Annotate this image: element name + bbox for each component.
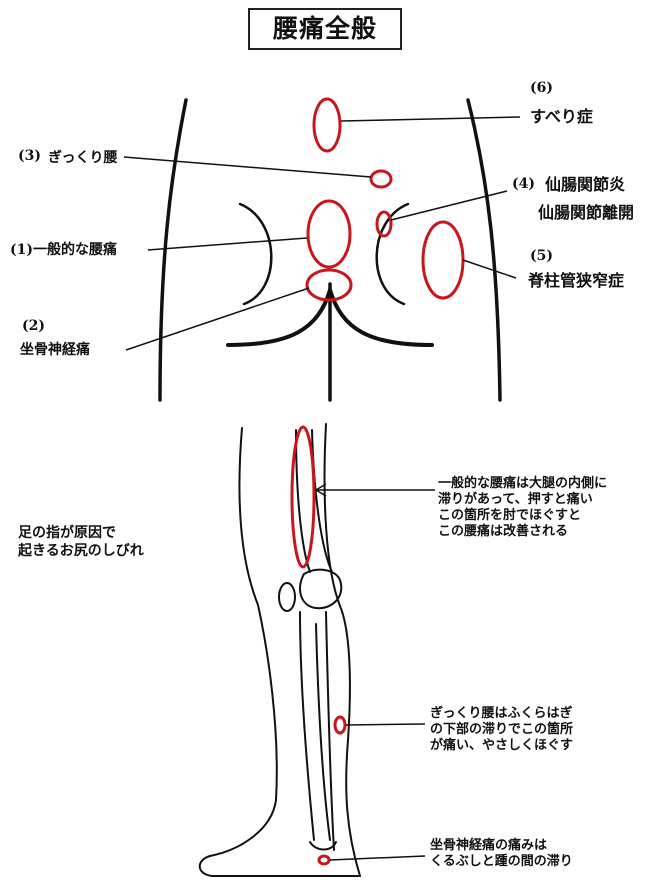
- label-4-text-2: 仙腸関節離開: [538, 204, 634, 221]
- note-calf-line-1: ぎっくり腰はふくらはぎ: [430, 706, 573, 722]
- femur-left: [296, 430, 310, 572]
- note-ankle: 坐骨神経痛の痛みは くるぶしと踵の間の滞り: [430, 838, 573, 870]
- note-thigh-line-1: 一般的な腰痛は大腿の内側に: [438, 476, 607, 492]
- leader-1: [148, 238, 307, 250]
- note-calf-line-2: の下部の滞りでこの箇所: [430, 722, 573, 738]
- label-4-number: (4): [512, 176, 535, 193]
- note-calf: ぎっくり腰はふくらはぎ の下部の滞りでこの箇所 が痛い、やさしくほぐす: [430, 706, 573, 754]
- label-2-text: 坐骨神経痛: [20, 342, 90, 359]
- label-3-number: (3): [18, 148, 41, 165]
- leg-outer-left: [200, 428, 360, 876]
- leader-5: [463, 260, 516, 278]
- leg-leaders: [316, 484, 435, 860]
- note-ankle-line-2: くるぶしと踵の間の滞り: [430, 854, 573, 870]
- back-leaders: [124, 117, 520, 350]
- label-5-text: 脊柱管狭窄症: [528, 272, 624, 289]
- note-toe-line-2: 起きるお尻のしびれ: [18, 542, 144, 560]
- note-thigh-line-4: この腰痛は改善される: [438, 524, 607, 540]
- label-3-text: ぎっくり腰: [48, 150, 117, 167]
- back-markers: [307, 99, 463, 300]
- label-1: (1)一般的な腰痛: [10, 242, 117, 259]
- label-6-number: (6): [530, 80, 553, 97]
- marker-calf: [335, 717, 345, 733]
- leader-6: [341, 117, 520, 121]
- leg-outer-right: [325, 424, 360, 876]
- right-body-outline: [468, 100, 500, 400]
- leader-3: [124, 157, 371, 177]
- note-calf-line-3: が痛い、やさしくほぐす: [430, 738, 573, 754]
- note-toe: 足の指が原因で 起きるお尻のしびれ: [18, 524, 144, 560]
- marker-general: [308, 201, 350, 267]
- leader-calf: [346, 724, 425, 725]
- note-ankle-line-1: 坐骨神経痛の痛みは: [430, 838, 573, 854]
- tibia-left: [300, 612, 314, 840]
- marker-ankle: [319, 856, 329, 864]
- ankle-bone: [310, 842, 336, 850]
- left-dimple: [240, 204, 271, 304]
- patella: [279, 583, 295, 611]
- marker-gikkuri: [371, 171, 391, 187]
- label-5-number: (5): [530, 248, 553, 265]
- label-2-number: (2): [22, 318, 45, 335]
- marker-stenosis: [423, 222, 463, 298]
- label-4-text-1: 仙腸関節炎: [545, 176, 625, 193]
- note-thigh-line-2: 滞りがあって、押すと痛い: [438, 492, 607, 508]
- label-6-text: すべり症: [530, 108, 593, 125]
- note-toe-line-1: 足の指が原因で: [18, 524, 144, 542]
- note-thigh: 一般的な腰痛は大腿の内側に 滞りがあって、押すと痛い この箇所を肘でほぐすと こ…: [438, 476, 607, 540]
- note-thigh-line-3: この箇所を肘でほぐすと: [438, 508, 607, 524]
- marker-slip: [314, 99, 340, 151]
- leg-figure: [200, 424, 360, 876]
- back-figure: [160, 100, 500, 400]
- left-body-outline: [160, 100, 186, 400]
- leader-ankle: [330, 856, 425, 860]
